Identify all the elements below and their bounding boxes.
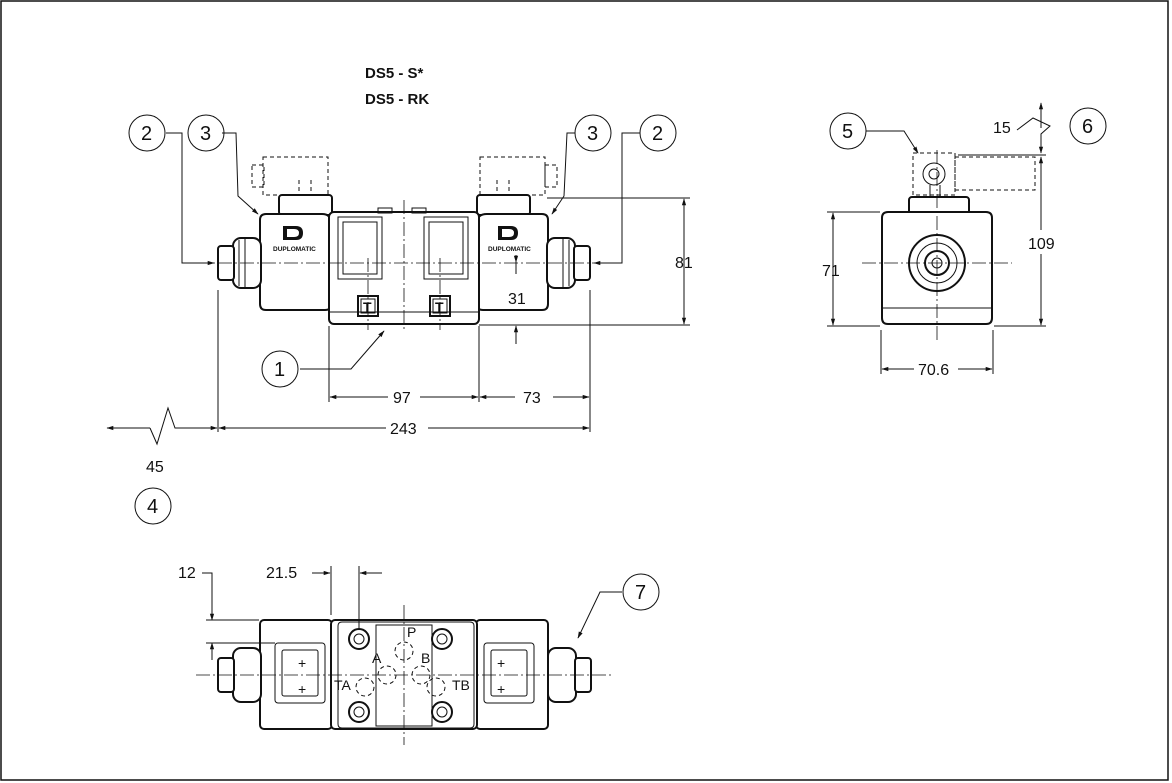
callout-3-right: 3 xyxy=(574,114,612,152)
callout-label: 7 xyxy=(635,582,646,604)
brand-right: DUPLOMATIC xyxy=(488,246,531,253)
brand-left: DUPLOMATIC xyxy=(273,246,316,253)
dim-73: 73 xyxy=(523,390,541,407)
callout-4: 4 xyxy=(134,487,172,525)
callout-3-left: 3 xyxy=(187,114,225,152)
dim-31: 31 xyxy=(508,291,526,308)
connector-right-dashed xyxy=(479,156,558,198)
duplomatic-logo-right: DUPLOMATIC xyxy=(488,226,531,253)
dim-97: 97 xyxy=(393,390,411,407)
bolt-holes xyxy=(348,628,453,723)
callout-7: 7 xyxy=(622,573,660,611)
callout-2-right: 2 xyxy=(639,114,677,152)
dim-81: 81 xyxy=(675,255,693,272)
plus-mark: + xyxy=(497,681,505,697)
callout-label: 4 xyxy=(147,496,158,518)
port-a: A xyxy=(372,650,382,666)
dim-109: 109 xyxy=(1028,236,1055,253)
title-ds5-rk: DS5 - RK xyxy=(365,91,429,108)
top-coil-left xyxy=(259,619,333,730)
tag-letter-left: T xyxy=(363,299,372,315)
connector-left-dashed xyxy=(251,156,329,198)
dim-45: 45 xyxy=(146,459,164,476)
plus-mark: + xyxy=(298,681,306,697)
callout-6: 6 xyxy=(1069,107,1107,145)
callout-label: 6 xyxy=(1082,116,1093,138)
top-coil-right xyxy=(475,619,549,730)
callout-label: 3 xyxy=(587,123,598,145)
callout-label: 1 xyxy=(274,359,285,381)
callout-label: 2 xyxy=(652,123,663,145)
callout-2-left: 2 xyxy=(128,114,166,152)
callout-5: 5 xyxy=(829,112,867,150)
port-p: P xyxy=(407,624,416,640)
tag-letter-right: T xyxy=(435,299,444,315)
plus-mark: + xyxy=(497,655,505,671)
callout-label: 5 xyxy=(842,121,853,143)
dim-15: 15 xyxy=(993,120,1011,137)
duplomatic-logo-left: DUPLOMATIC xyxy=(273,226,316,253)
callout-label: 2 xyxy=(141,123,152,145)
dim-70-6: 70.6 xyxy=(918,362,949,379)
port-b: B xyxy=(421,650,430,666)
front-view: T T DUPLOMATIC DUPLOMATIC xyxy=(106,114,693,525)
top-view: + + + + P A B TA TB xyxy=(178,565,660,745)
callout-1: 1 xyxy=(261,350,299,388)
port-tb: TB xyxy=(452,677,470,693)
port-ta: TA xyxy=(334,677,352,693)
title-ds5-s: DS5 - S* xyxy=(365,65,424,82)
dim-21-5: 21.5 xyxy=(266,565,297,582)
dim-243: 243 xyxy=(390,421,417,438)
dim-12: 12 xyxy=(178,565,196,582)
side-view: 71 109 70.6 15 5 6 xyxy=(822,102,1107,379)
callout-label: 3 xyxy=(200,123,211,145)
dim-71: 71 xyxy=(822,263,840,280)
plus-mark: + xyxy=(298,655,306,671)
